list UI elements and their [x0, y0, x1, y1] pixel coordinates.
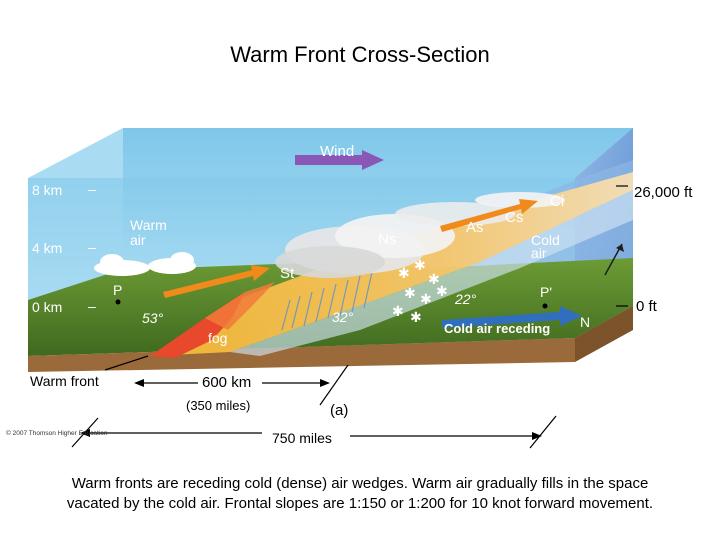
point-p-prime-dot: [542, 303, 548, 309]
warm-air-label-1: Warm: [130, 217, 167, 233]
panel-label: (a): [330, 402, 348, 419]
svg-text:✱: ✱: [392, 303, 404, 319]
fog-label: fog: [208, 330, 227, 346]
svg-text:✱: ✱: [428, 271, 440, 287]
cold-air-label-2: air: [531, 245, 547, 261]
svg-text:✱: ✱: [436, 283, 448, 299]
caption-line-1: Warm fronts are receding cold (dense) ai…: [71, 475, 649, 492]
cloud-st: St: [280, 265, 295, 282]
cloud-as: As: [466, 219, 484, 236]
frontal-surface: [230, 190, 633, 356]
clouds: [94, 192, 565, 278]
svg-text:✱: ✱: [420, 291, 432, 307]
rain-streaks: [281, 271, 373, 331]
svg-text:✱: ✱: [414, 257, 426, 273]
cold-side-arrowhead: [616, 244, 624, 252]
svg-text:✱: ✱: [404, 285, 416, 301]
height-8km: 8 km: [32, 182, 62, 198]
span-600-right-head: [320, 379, 330, 387]
warm-front-edge-2: [205, 282, 275, 330]
ground-soil-front: [28, 338, 575, 372]
span-750-right-head: [532, 432, 542, 440]
height-4km: 4 km: [32, 240, 62, 256]
distance-350mi: (350 miles): [186, 398, 250, 413]
cold-air-receding-label: Cold air receding: [444, 321, 550, 336]
temp-32: 32°: [332, 309, 354, 325]
height-26000ft: 26,000 ft: [634, 184, 693, 201]
snow-flakes: ✱✱✱ ✱✱✱ ✱✱: [392, 257, 448, 325]
north-label: N: [580, 314, 590, 330]
span-600-left-head: [134, 379, 144, 387]
warm-flow-arrow-low: [163, 265, 270, 298]
temp-22: 22°: [454, 291, 477, 307]
dash-8km: –: [88, 181, 96, 197]
span-750-left-head: [80, 429, 90, 437]
cold-air-arrow: [442, 306, 582, 328]
warm-air-label-2: air: [130, 232, 146, 248]
page-title: Warm Front Cross-Section: [230, 42, 490, 67]
height-0ft: 0 ft: [636, 298, 658, 315]
dash-0km: –: [88, 298, 96, 314]
point-p: P: [113, 282, 122, 298]
temp-53: 53°: [142, 310, 164, 326]
caption-line-2: vacated by the cold air. Frontal slopes …: [66, 495, 654, 512]
distance-600km: 600 km: [202, 374, 251, 391]
cloud-cs: Cs: [505, 209, 523, 226]
caption: Warm fronts are receding cold (dense) ai…: [20, 474, 700, 514]
cloud-sc: Sc: [108, 257, 126, 274]
wind-arrow: [295, 150, 384, 170]
svg-text:✱: ✱: [398, 265, 410, 281]
distance-750mi: 750 miles: [272, 430, 332, 446]
cloud-ns: Ns: [378, 231, 396, 248]
point-p-dot: [115, 299, 121, 305]
warm-front-label: Warm front: [30, 373, 99, 389]
wind-label: Wind: [320, 143, 354, 160]
point-p-prime: P': [540, 284, 552, 300]
svg-text:✱: ✱: [410, 309, 422, 325]
span-750-right-tick: [529, 415, 557, 449]
ground-soil-side: [575, 306, 633, 362]
height-0km: 0 km: [32, 299, 62, 315]
copyright-text: © 2007 Thomson Higher Education: [6, 429, 108, 437]
span-600-tick: [319, 364, 349, 406]
warm-front-pointer: [104, 355, 149, 371]
warm-flow-arrow-high: [440, 199, 538, 232]
dash-4km: –: [88, 239, 96, 255]
cloud-ci: Ci: [550, 193, 564, 210]
cold-air-label-1: Cold: [531, 232, 560, 248]
